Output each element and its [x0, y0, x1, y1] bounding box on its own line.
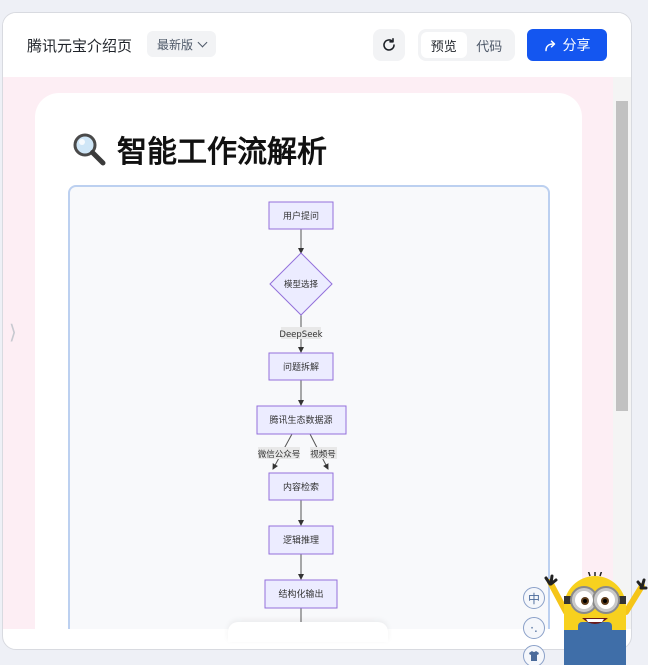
- svg-text:内容检索: 内容检索: [283, 481, 319, 493]
- page-title: 智能工作流解析: [117, 135, 327, 170]
- svg-text:微信公众号: 微信公众号: [258, 449, 301, 460]
- magnifier-icon: [73, 133, 106, 166]
- flow-node: 问题拆解: [268, 352, 334, 381]
- version-dropdown[interactable]: 最新版: [147, 31, 217, 57]
- edge-label: 微信公众号: [258, 447, 301, 460]
- page-heading: 智能工作流解析: [71, 127, 327, 171]
- scrollbar-track[interactable]: [613, 77, 631, 629]
- svg-text:腾讯生态数据源: 腾讯生态数据源: [269, 414, 332, 426]
- app-window: 腾讯元宝介绍页 最新版 预览 代码 分享 ⟩: [2, 12, 632, 650]
- svg-text:结构化输出: 结构化输出: [278, 588, 323, 600]
- document-title: 腾讯元宝介绍页: [27, 37, 133, 55]
- svg-text:逻辑推理: 逻辑推理: [283, 534, 319, 546]
- edge-label: 视频号: [310, 447, 337, 460]
- top-bar: 腾讯元宝介绍页 最新版 预览 代码 分享: [3, 13, 631, 77]
- shirt-button[interactable]: [523, 645, 545, 665]
- flow-node-diamond: 模型选择: [269, 252, 333, 316]
- svg-text:模型选择: 模型选择: [284, 279, 319, 290]
- shirt-icon: [529, 651, 539, 661]
- share-icon: [544, 39, 555, 51]
- chevron-right-icon[interactable]: ⟩: [9, 320, 17, 344]
- version-label: 最新版: [157, 37, 194, 52]
- tab-code[interactable]: 代码: [476, 39, 503, 55]
- svg-text:问题拆解: 问题拆解: [283, 361, 319, 373]
- tab-preview[interactable]: 预览: [421, 32, 467, 58]
- refresh-button[interactable]: [373, 29, 405, 61]
- edge-label: DeepSeek: [279, 327, 323, 340]
- share-label: 分享: [562, 38, 591, 54]
- flow-node: 结构化输出: [264, 579, 338, 609]
- svg-text:DeepSeek: DeepSeek: [279, 330, 322, 340]
- flow-node: 用户提问: [268, 201, 334, 230]
- flow-node: 内容检索: [268, 472, 334, 501]
- flowchart-container: 用户提问 模型选择 DeepSeek 问题拆解: [68, 185, 550, 629]
- flow-node: 腾讯生态数据源: [256, 405, 347, 435]
- flow-node: 逻辑推理: [268, 525, 334, 555]
- refresh-icon: [383, 38, 395, 51]
- language-button[interactable]: 中: [523, 587, 545, 609]
- dots-button[interactable]: ·.: [523, 617, 545, 639]
- minion-mascot[interactable]: [544, 572, 648, 665]
- svg-text:视频号: 视频号: [310, 449, 336, 460]
- flowchart: 用户提问 模型选择 DeepSeek 问题拆解: [256, 201, 347, 629]
- svg-text:用户提问: 用户提问: [283, 210, 319, 222]
- chevron-down-icon: [197, 37, 208, 48]
- content-card: 智能工作流解析: [35, 93, 582, 629]
- bottom-panel-edge: [228, 622, 388, 642]
- scrollbar-thumb[interactable]: [616, 101, 628, 411]
- view-toggle: 预览 代码: [418, 29, 515, 61]
- preview-area: ⟩ 智能工作流解析: [3, 77, 613, 629]
- share-button[interactable]: 分享: [527, 29, 607, 61]
